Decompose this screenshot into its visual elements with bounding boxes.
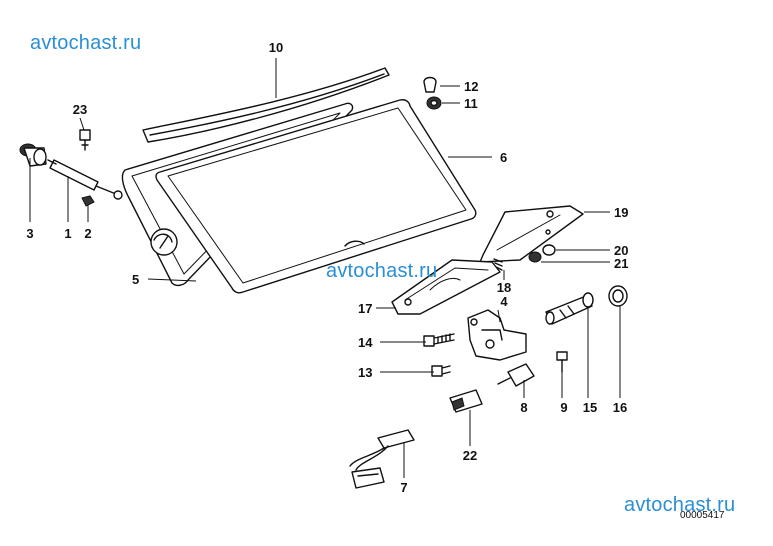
callout-11: 11 xyxy=(464,96,478,111)
callout-labels: 10 12 11 23 6 3 1 2 19 20 21 5 18 4 17 1… xyxy=(26,40,628,495)
part-4-latch xyxy=(467,309,527,361)
document-id: 00005417 xyxy=(680,510,725,521)
callout-10: 10 xyxy=(269,40,283,55)
callout-12: 12 xyxy=(464,79,478,94)
part-3-strut-mount xyxy=(19,143,47,167)
callout-21: 21 xyxy=(614,256,628,271)
part-20-washer xyxy=(542,244,556,256)
part-9-screw xyxy=(556,351,568,373)
leader-lines xyxy=(29,58,621,478)
callout-20: 20 xyxy=(614,243,628,258)
part-10-spoiler xyxy=(142,67,390,143)
part-22-switch xyxy=(449,389,483,413)
part-23-clip xyxy=(79,129,91,151)
part-14-bolt xyxy=(423,333,455,347)
callout-9: 9 xyxy=(560,400,567,415)
callout-5: 5 xyxy=(132,272,139,287)
part-17-lamp-housing xyxy=(391,259,501,315)
callout-1: 1 xyxy=(64,226,71,241)
part-21-nut xyxy=(528,251,542,263)
watermark-center: avtochast.ru xyxy=(326,260,438,282)
part-16-cap xyxy=(608,285,628,307)
part-19-bracket xyxy=(479,205,584,263)
part-1-gas-strut xyxy=(47,159,123,200)
part-11-grommet xyxy=(426,96,442,110)
callout-17: 17 xyxy=(358,301,372,316)
part-2-nut xyxy=(81,195,95,207)
callout-2: 2 xyxy=(84,226,91,241)
part-12-cap xyxy=(423,76,437,93)
callout-8: 8 xyxy=(520,400,527,415)
callout-15: 15 xyxy=(583,400,597,415)
callout-23: 23 xyxy=(73,102,87,117)
part-15-lock-cylinder xyxy=(545,292,594,325)
callout-16: 16 xyxy=(613,400,627,415)
part-7-wiring-harness xyxy=(349,429,415,489)
callout-14: 14 xyxy=(358,335,373,350)
callout-22: 22 xyxy=(463,448,477,463)
watermark-bottom-right: avtochast.ru xyxy=(624,494,736,516)
callout-6: 6 xyxy=(500,150,507,165)
part-6-rear-glass xyxy=(155,99,477,294)
callout-7: 7 xyxy=(400,480,407,495)
part-13-bolt xyxy=(431,365,451,377)
callout-13: 13 xyxy=(358,365,372,380)
part-8-actuator xyxy=(497,363,535,387)
watermark-top-left: avtochast.ru xyxy=(30,32,142,54)
callout-3: 3 xyxy=(26,226,33,241)
seal-clip-detail xyxy=(150,228,178,256)
callout-19: 19 xyxy=(614,205,628,220)
callout-4: 4 xyxy=(500,294,508,309)
callout-18: 18 xyxy=(497,280,511,295)
